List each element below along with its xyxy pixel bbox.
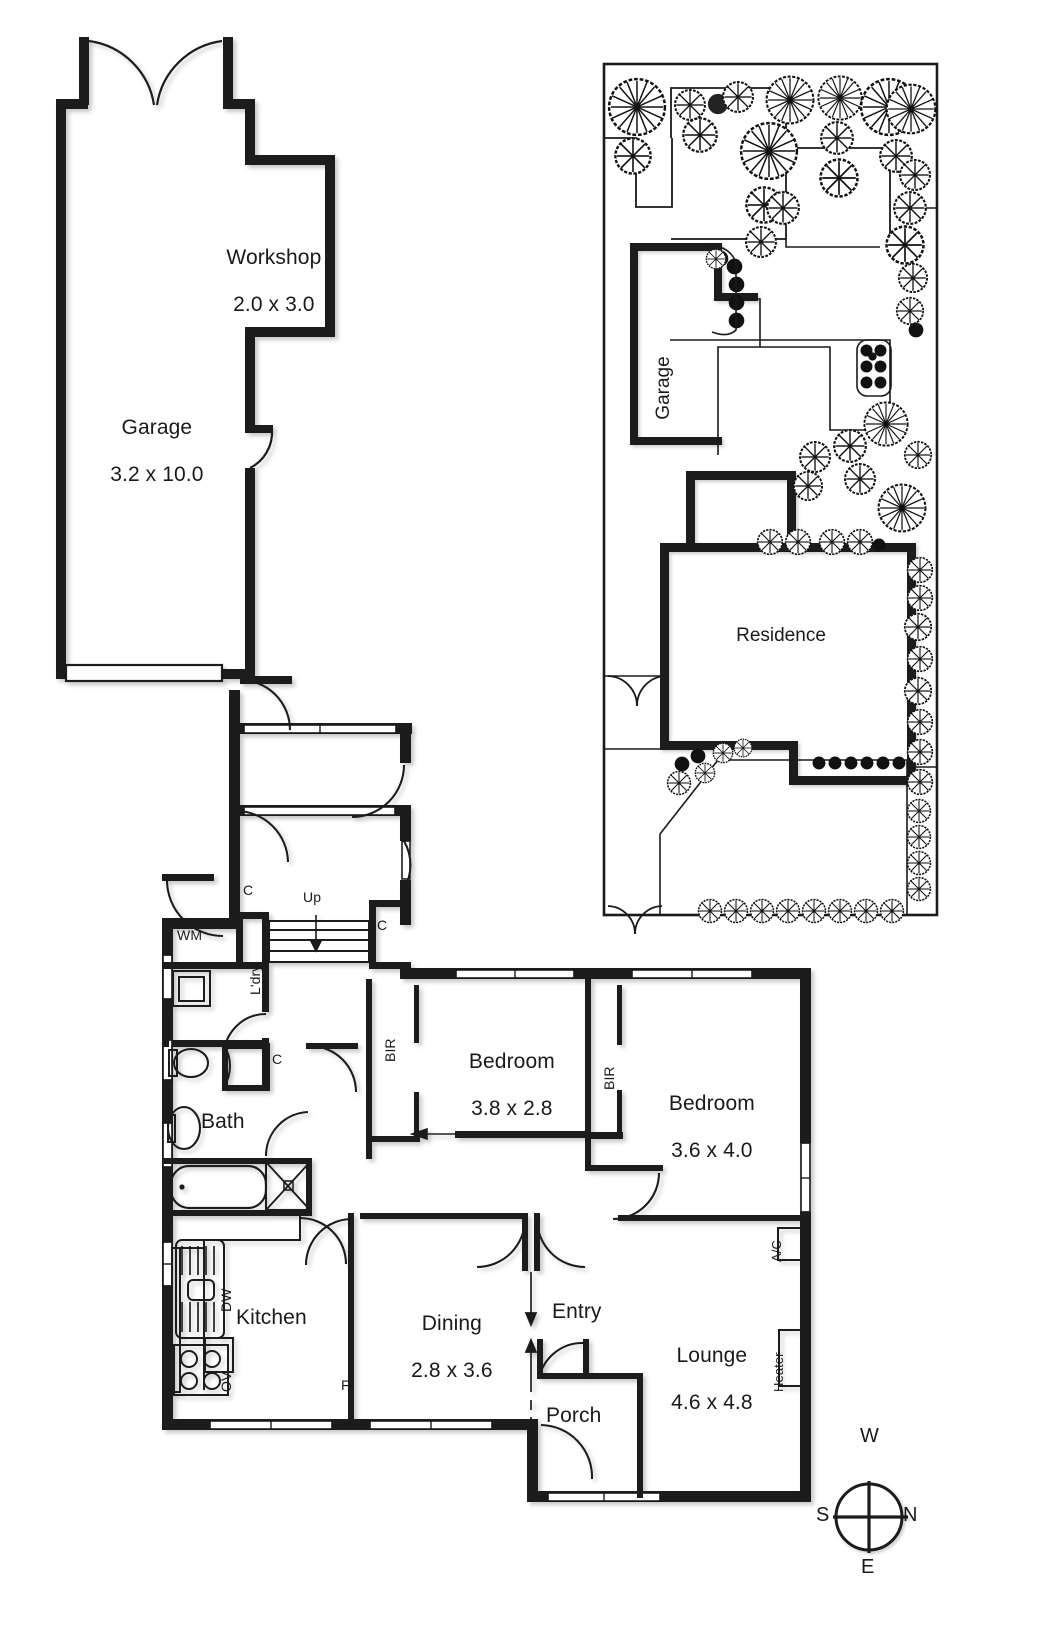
- air-conditioner-label: A/C: [769, 1240, 784, 1262]
- outbuilding-garage-name: Garage: [121, 415, 193, 439]
- bir-label-2: BIR: [601, 1066, 617, 1090]
- cupboard-label-3: C: [272, 1051, 283, 1067]
- site-garage-label: Garage: [653, 356, 674, 419]
- bedroom-2-label: Bedroom 3.6 x 4.0: [645, 1068, 755, 1186]
- lounge-dimensions: 4.6 x 4.8: [671, 1390, 753, 1414]
- heater-label: Heater: [771, 1352, 786, 1392]
- lounge-label: Lounge 4.6 x 4.8: [647, 1320, 752, 1438]
- house-floor-plan: [162, 676, 811, 1502]
- dishwasher-label: DW: [218, 1288, 234, 1312]
- outbuilding-garage-workshop: [56, 37, 335, 683]
- outbuilding-garage-dimensions: 3.2 x 10.0: [110, 462, 204, 486]
- workshop-name: Workshop: [226, 245, 322, 269]
- site-residence-label: Residence: [736, 625, 826, 646]
- bedroom-1-name: Bedroom: [468, 1049, 555, 1073]
- workshop-label: Workshop 2.0 x 3.0: [203, 222, 322, 340]
- bedroom-1-dimensions: 3.8 x 2.8: [471, 1096, 553, 1120]
- entry-label: Entry: [552, 1300, 602, 1323]
- compass-label-south: S: [816, 1504, 830, 1526]
- compass-label-west: W: [860, 1425, 879, 1447]
- workshop-dimensions: 2.0 x 3.0: [233, 292, 315, 316]
- bedroom-2-dimensions: 3.6 x 4.0: [671, 1138, 753, 1162]
- bath-label: Bath: [201, 1110, 245, 1133]
- kitchen-label: Kitchen: [236, 1306, 307, 1329]
- fridge-label: F: [341, 1377, 350, 1393]
- dining-label: Dining 2.8 x 3.6: [387, 1288, 492, 1406]
- cupboard-label-1: C: [243, 882, 254, 898]
- porch-label: Porch: [546, 1404, 602, 1427]
- compass-label-east: E: [861, 1556, 875, 1578]
- bedroom-1-label: Bedroom 3.8 x 2.8: [445, 1026, 555, 1144]
- laundry-label: L'dry: [247, 964, 263, 995]
- compass-rose: [833, 1481, 908, 1553]
- washing-machine-label: WM: [177, 927, 203, 943]
- site-plan: Garage Residence: [602, 62, 939, 935]
- bir-label-1: BIR: [382, 1038, 398, 1062]
- compass-label-north: N: [903, 1504, 918, 1526]
- stairs-up-label: Up: [303, 889, 322, 905]
- outbuilding-garage-label: Garage 3.2 x 10.0: [87, 392, 204, 510]
- oven-label: OV: [218, 1371, 234, 1392]
- cupboard-label-2: C: [377, 917, 388, 933]
- dining-dimensions: 2.8 x 3.6: [411, 1358, 493, 1382]
- bedroom-2-name: Bedroom: [668, 1091, 755, 1115]
- landscape-trees: [607, 75, 937, 924]
- dining-name: Dining: [421, 1311, 482, 1335]
- lounge-name: Lounge: [676, 1343, 748, 1367]
